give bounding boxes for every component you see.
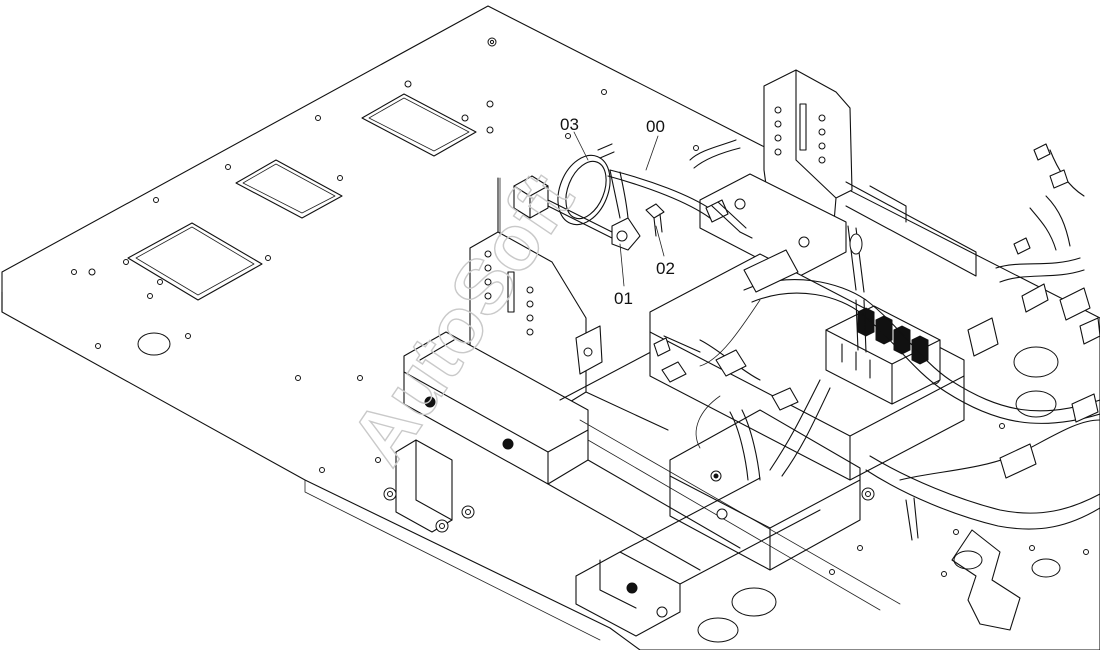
- plate-round-hole: [697, 617, 739, 643]
- fuse-box: [825, 305, 941, 405]
- part-01-clip: [609, 169, 641, 251]
- bracket-slot-holes: [484, 250, 534, 336]
- left-mount-bracket: [383, 177, 901, 611]
- leader-00: [645, 135, 659, 171]
- plate-cutout-large: [127, 222, 263, 301]
- wiring-harness: [653, 143, 1100, 541]
- right-mount-bracket: [699, 69, 977, 279]
- callout-00: 00: [646, 117, 665, 136]
- bracket-slot-holes-right: [774, 106, 826, 164]
- leader-01: [619, 243, 625, 287]
- plate-round-hole: [731, 587, 777, 617]
- leader-lines: [573, 131, 665, 287]
- plate-cutout-middle: [235, 159, 343, 219]
- part-03-loop: [557, 143, 615, 226]
- rod-end-connector: [513, 175, 613, 239]
- plate-cutout-top: [361, 93, 477, 157]
- callout-02: 02: [656, 259, 675, 278]
- leader-02: [655, 225, 665, 257]
- callout-03: 03: [560, 115, 579, 134]
- leader-03: [573, 131, 589, 161]
- callout-01: 01: [614, 289, 633, 308]
- part-00-rod: [607, 139, 753, 239]
- plate-holes: [71, 37, 1089, 615]
- part-02-bolt: [645, 203, 665, 237]
- plate-round-hole: [137, 332, 171, 356]
- plate-cutout-right: [951, 529, 1021, 631]
